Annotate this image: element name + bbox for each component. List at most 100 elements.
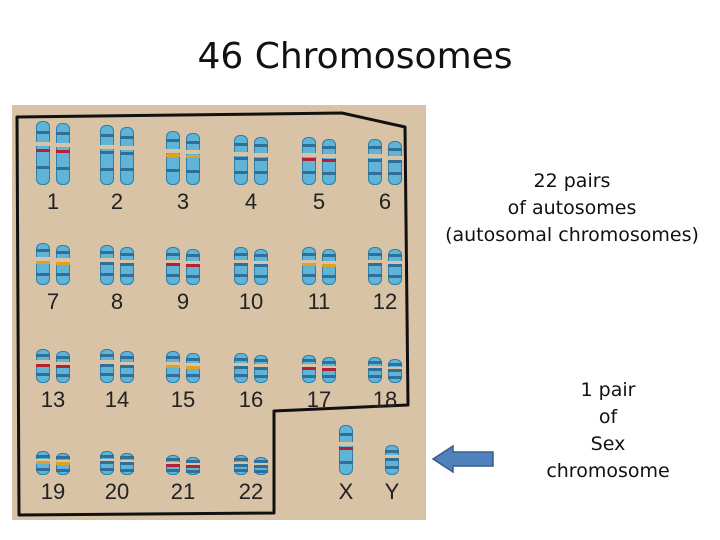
- chromosome: [386, 359, 404, 383]
- left-arrow-icon: [431, 444, 494, 474]
- chromosome-number: 13: [40, 387, 66, 412]
- chromosome-number: 11: [307, 289, 331, 314]
- chromosome-pair: 15: [150, 313, 216, 412]
- chromosome-number: X: [338, 479, 354, 504]
- chromosome: [300, 355, 318, 383]
- chromosome: [98, 451, 116, 475]
- chromosome-pair: 8: [84, 215, 150, 314]
- chromosome-number: 1: [46, 189, 60, 214]
- chromosome: [164, 247, 182, 285]
- autosomes-line-3: (autosomal chromosomes): [445, 224, 699, 246]
- chromosome-number: 5: [312, 189, 326, 214]
- chromosome: [232, 247, 250, 285]
- chromosome: [118, 247, 136, 285]
- sex-line-2: of: [598, 406, 618, 428]
- chromosome: [98, 125, 116, 185]
- chromosome: [34, 243, 52, 285]
- chromosome-number: 10: [238, 289, 264, 314]
- chromosome: [164, 131, 182, 185]
- chromosome-number: 3: [176, 189, 190, 214]
- chromosome-pair: 21: [150, 405, 216, 504]
- chromosome-pair: 4: [218, 115, 284, 214]
- chromosome: [184, 353, 202, 383]
- autosome-outline: [15, 111, 410, 517]
- chromosome: [232, 455, 250, 475]
- chromosome-pair: 7: [20, 215, 86, 314]
- chromosome: [252, 355, 270, 383]
- chromosome: [54, 123, 72, 185]
- chromosome: [320, 249, 338, 285]
- chromosome-number: 22: [238, 479, 264, 504]
- chromosome: [184, 249, 202, 285]
- chromosome-pair: 1: [20, 115, 86, 214]
- chromosome: [386, 249, 404, 285]
- chromosome-pair: 16: [218, 313, 284, 412]
- chromosome: [34, 349, 52, 383]
- chromosome-number: 17: [306, 387, 332, 412]
- chromosome: [366, 357, 384, 383]
- chromosome-number: 16: [238, 387, 264, 412]
- chromosome-number: 14: [104, 387, 130, 412]
- chromosome-number: 20: [104, 479, 130, 504]
- chromosome-pair: 17: [286, 313, 352, 412]
- chromosome: [54, 245, 72, 285]
- chromosome-pair: 20: [84, 405, 150, 504]
- chromosome-number: Y: [384, 479, 400, 504]
- slide-title: 46 Chromosomes: [197, 36, 513, 77]
- sex-line-4: chromosome: [546, 460, 670, 482]
- chromosome-pair: 2: [84, 115, 150, 214]
- chromosome: [118, 351, 136, 383]
- chromosome: [184, 133, 202, 185]
- chromosome-pair: 12: [352, 215, 418, 314]
- chromosome-number: 8: [110, 289, 124, 314]
- chromosome-pair: 14: [84, 313, 150, 412]
- chromosome: [232, 135, 250, 185]
- chromosome: [98, 349, 116, 383]
- chromosome-number: 19: [40, 479, 66, 504]
- autosomes-label: 22 pairs of autosomes (autosomal chromos…: [434, 168, 710, 249]
- chromosome-pair: 22: [218, 405, 284, 504]
- autosomes-line-2: of autosomes: [507, 197, 637, 219]
- chromosome: [164, 351, 182, 383]
- chromosome: [54, 453, 72, 475]
- chromosome: [118, 127, 136, 185]
- chromosome: [184, 457, 202, 475]
- sex-line-1: 1 pair: [580, 379, 636, 401]
- chromosome: [54, 351, 72, 383]
- chromosome-pair: 19: [20, 405, 86, 504]
- chromosome: [232, 353, 250, 383]
- chromosome: [252, 457, 270, 475]
- chromosome: [34, 121, 52, 185]
- autosomes-line-1: 22 pairs: [533, 170, 611, 192]
- chromosome-number: 9: [176, 289, 190, 314]
- chromosome: [320, 139, 338, 185]
- sex-chromosome-label: 1 pair of Sex chromosome: [530, 377, 686, 485]
- chromosome: [320, 357, 338, 383]
- sex-chromosome-y: Y: [372, 405, 412, 504]
- chromosome-number: 6: [378, 189, 392, 214]
- chromosome-pair: 18: [352, 313, 418, 412]
- chromosome: [164, 455, 182, 475]
- chromosome-pair: 13: [20, 313, 86, 412]
- chromosome-pair: 5: [286, 115, 352, 214]
- chromosome: [300, 247, 318, 285]
- chromosome-number: 15: [170, 387, 196, 412]
- chromosome: [366, 139, 384, 185]
- chromosome: [383, 445, 401, 475]
- chromosome: [118, 453, 136, 475]
- chromosome: [337, 425, 355, 475]
- chromosome-pair: 6: [352, 115, 418, 214]
- chromosome-pair: 9: [150, 215, 216, 314]
- sex-line-3: Sex: [590, 433, 626, 455]
- chromosome: [300, 137, 318, 185]
- chromosome: [366, 247, 384, 285]
- chromosome-number: 7: [46, 289, 60, 314]
- chromosome: [252, 249, 270, 285]
- chromosome-number: 4: [244, 189, 258, 214]
- chromosome: [34, 451, 52, 475]
- sex-chromosome-x: X: [326, 405, 366, 504]
- chromosome-number: 2: [110, 189, 124, 214]
- chromosome-pair: 10: [218, 215, 284, 314]
- chromosome-number: 12: [372, 289, 398, 314]
